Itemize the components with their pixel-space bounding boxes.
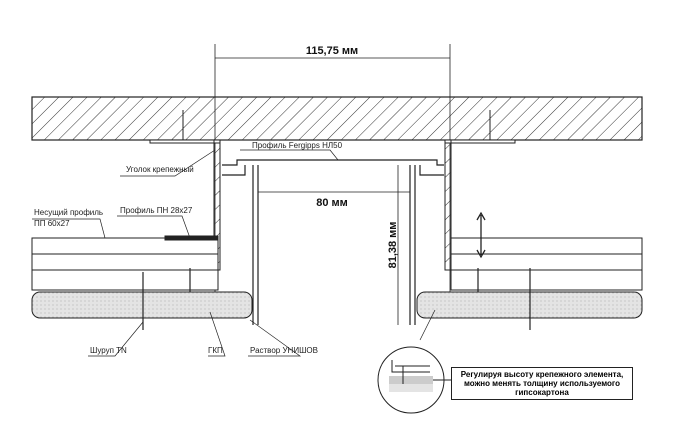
detail-circle: [377, 346, 451, 414]
label-screw: Шуруп TN: [90, 346, 127, 355]
left-profiles: [31, 235, 219, 291]
label-gkp: ГКП: [208, 346, 223, 355]
ceiling-slab: [31, 96, 643, 141]
mounting-angles: [149, 110, 516, 271]
inner-height-label: 81,38 мм: [387, 222, 399, 269]
label-carrier-profile: Несущий профиль: [34, 208, 103, 217]
right-profiles: [450, 237, 643, 291]
label-carrier-profile-size: ПП 60x27: [34, 219, 70, 228]
label-mounting-angle: Уголок крепежный: [126, 165, 194, 174]
label-nl50-profile: Профиль Fergipps НЛ50: [252, 141, 343, 150]
leader-lines: [32, 149, 436, 357]
adjust-arrow-icon: [476, 211, 486, 259]
nl50-profile: [222, 159, 444, 325]
inner-width-dimension: [258, 165, 410, 325]
screws: [142, 268, 531, 330]
label-pn-profile: Профиль ПН 28x27: [120, 206, 193, 215]
label-mortar: Раствор УНИШОВ: [250, 346, 318, 355]
inner-width-label: 80 мм: [316, 197, 348, 209]
overall-width-label: 115,75 мм: [306, 45, 358, 57]
callout-box: Регулируя высоту крепежного элемента, мо…: [451, 367, 633, 400]
left-drywall: [31, 291, 253, 319]
